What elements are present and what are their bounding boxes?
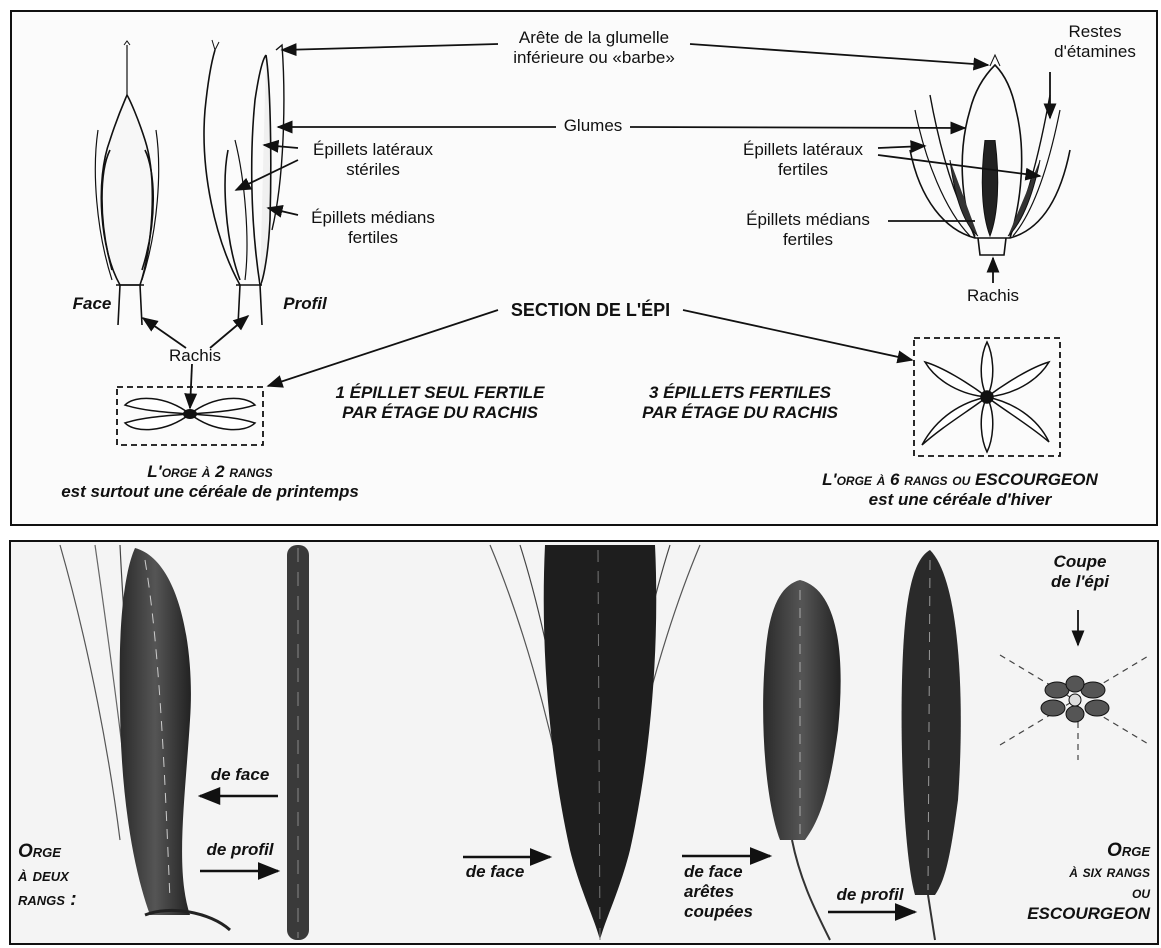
de-face-aretes-line1: de face [684, 862, 774, 882]
restes-label-line2: d'étamines [1040, 42, 1150, 62]
six-row-caption-line2: est une céréale d'hiver [770, 490, 1150, 510]
two-row-caption: L'orge à 2 rangs est surtout une céréale… [20, 462, 400, 502]
restes-label-line1: Restes [1040, 22, 1150, 42]
median-fertile-right-label: Épillets médians fertiles [728, 210, 888, 250]
six-row-title-line2: à six rangs [1010, 861, 1150, 882]
cross-section-label: Coupe de l'épi [1030, 552, 1130, 592]
six-row-title-line3: ou [1010, 882, 1150, 903]
two-row-rule: 1 ÉPILLET SEUL FERTILE PAR ÉTAGE DU RACH… [310, 383, 570, 423]
lateral-sterile-label: Épillets latéraux stériles [298, 140, 448, 180]
six-row-rule-line1: 3 ÉPILLETS FERTILES [610, 383, 870, 403]
section-title: SECTION DE L'ÉPI [498, 300, 683, 320]
arete-label-line2: inférieure ou «barbe» [498, 48, 690, 68]
median-fertile-left-line2: fertiles [298, 228, 448, 248]
restes-etamines-label: Restes d'étamines [1040, 22, 1150, 62]
spikelet-face-drawing [95, 41, 158, 325]
two-row-caption-line2: est surtout une céréale de printemps [20, 482, 400, 502]
six-row-title-line4: ESCOURGEON [1010, 903, 1150, 924]
de-face-label-2: de face [455, 862, 535, 882]
section-six-row [914, 338, 1060, 456]
two-row-ear-profile [287, 545, 309, 940]
rachis-right-label: Rachis [955, 286, 1031, 306]
arete-label-line1: Arête de la glumelle [498, 28, 690, 48]
arete-label: Arête de la glumelle inférieure ou «barb… [498, 28, 690, 68]
two-row-rule-line1: 1 ÉPILLET SEUL FERTILE [310, 383, 570, 403]
spikelet-cluster-drawing [910, 55, 1070, 255]
de-profil-label-2: de profil [825, 885, 915, 905]
lateral-fertile-line1: Épillets latéraux [728, 140, 878, 160]
de-face-aretes-line2: arêtes [684, 882, 774, 902]
two-row-title-line2: à deux [18, 864, 128, 888]
lateral-fertile-label: Épillets latéraux fertiles [728, 140, 878, 180]
lateral-sterile-line1: Épillets latéraux [298, 140, 448, 160]
median-fertile-left-line1: Épillets médians [298, 208, 448, 228]
glumes-label: Glumes [556, 116, 630, 136]
two-row-rule-line2: PAR ÉTAGE DU RACHIS [310, 403, 570, 423]
two-row-barley-title: Orge à deux rangs : [18, 840, 128, 912]
two-row-title-line1: Orge [18, 840, 128, 864]
de-face-aretes-label: de face arêtes coupées [684, 862, 774, 922]
face-label: Face [62, 294, 122, 314]
median-fertile-right-line2: fertiles [728, 230, 888, 250]
spikelet-profil-drawing [204, 40, 284, 325]
cross-section-line1: Coupe [1030, 552, 1130, 572]
six-row-rule: 3 ÉPILLETS FERTILES PAR ÉTAGE DU RACHIS [610, 383, 870, 423]
two-row-title-line3: rangs : [18, 888, 128, 912]
median-fertile-right-line1: Épillets médians [728, 210, 888, 230]
de-face-aretes-line3: coupées [684, 902, 774, 922]
six-row-barley-title: Orge à six rangs ou ESCOURGEON [1010, 840, 1150, 924]
six-row-caption-line1: L'orge à 6 rangs ou ESCOURGEON [770, 470, 1150, 490]
de-profil-label-1: de profil [195, 840, 285, 860]
median-fertile-left-label: Épillets médians fertiles [298, 208, 448, 248]
profil-label: Profil [270, 294, 340, 314]
de-face-label-1: de face [195, 765, 285, 785]
lateral-sterile-line2: stériles [298, 160, 448, 180]
lateral-fertile-line2: fertiles [728, 160, 878, 180]
six-row-rule-line2: PAR ÉTAGE DU RACHIS [610, 403, 870, 423]
rachis-left-label: Rachis [160, 346, 230, 366]
six-row-caption: L'orge à 6 rangs ou ESCOURGEON est une c… [770, 470, 1150, 510]
two-row-caption-line1: L'orge à 2 rangs [20, 462, 400, 482]
cross-section-line2: de l'épi [1030, 572, 1130, 592]
six-row-title-line1: Orge [1010, 840, 1150, 861]
